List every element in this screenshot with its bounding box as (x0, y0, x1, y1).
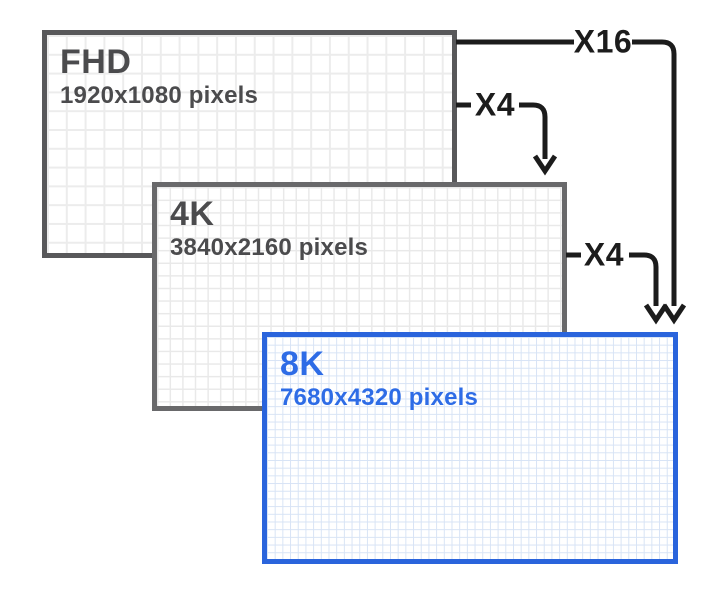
4k-subtitle: 3840x2160 pixels (170, 234, 369, 261)
x4-fhd-line-end (519, 102, 548, 159)
8k-subtitle: 7680x4320 pixels (280, 384, 479, 411)
x16-line-end (632, 39, 677, 306)
x16-arrowhead-icon (661, 303, 687, 325)
x16-multiplier-label-fhd-to-8k: X16 (573, 23, 633, 60)
x4-4k-arrowhead-icon (643, 303, 669, 325)
x4-4k-line-end (629, 252, 659, 306)
fhd-label-block: FHD 1920x1080 pixels (47, 35, 452, 253)
8k-label-block: 8K 7680x4320 pixels (267, 337, 673, 559)
8k-title: 8K (280, 345, 325, 383)
8k-resolution-box: 8K 7680x4320 pixels (262, 332, 678, 564)
x4-multiplier-label-fhd-to-4k: X4 (474, 86, 516, 123)
fhd-subtitle: 1920x1080 pixels (60, 82, 259, 109)
fhd-title: FHD (60, 43, 132, 81)
4k-title: 4K (170, 195, 215, 233)
x4-fhd-arrowhead-icon (532, 154, 558, 176)
x4-multiplier-label-4k-to-8k: X4 (583, 236, 625, 273)
fhd-resolution-box: FHD 1920x1080 pixels (42, 30, 457, 258)
4k-label-block: 4K 3840x2160 pixels (157, 187, 562, 406)
